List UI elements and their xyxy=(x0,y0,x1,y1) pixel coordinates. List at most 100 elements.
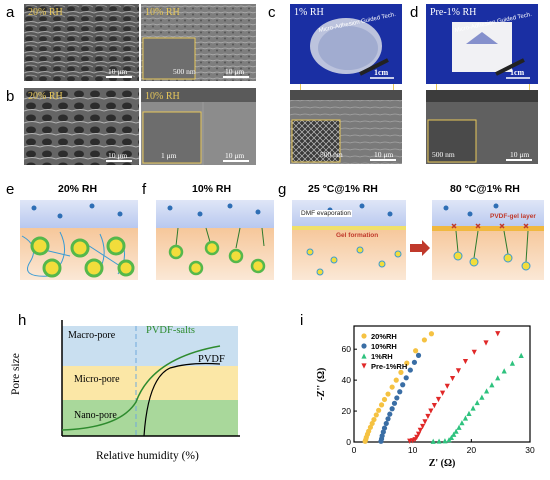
data-point-20-rh xyxy=(381,396,388,403)
data-point-pre-1-rh xyxy=(428,408,434,414)
scale-text: 10 μm xyxy=(225,67,245,76)
data-point-10-rh xyxy=(403,375,409,381)
data-point-10-rh xyxy=(389,406,395,412)
panel-label-a: a xyxy=(6,4,15,21)
schematic-e xyxy=(20,200,138,280)
data-point-1-rh xyxy=(462,415,469,421)
panel-label-f: f xyxy=(142,181,147,198)
data-point-20-rh xyxy=(369,420,375,427)
data-point-1-rh xyxy=(479,394,485,400)
data-point-1-rh xyxy=(483,388,490,394)
zoom-connector xyxy=(436,84,530,90)
sem-texture xyxy=(426,90,538,164)
sem-image-a-10rh: 10% RH 500 nm 10 μm xyxy=(141,4,256,81)
legend-marker xyxy=(361,343,367,349)
data-point-1-rh xyxy=(509,360,515,366)
sem-condition-label: 10% RH xyxy=(145,91,180,102)
y-tick-label: 0 xyxy=(346,437,351,447)
data-point-1-rh xyxy=(442,438,448,444)
data-point-1-rh xyxy=(501,368,507,374)
data-point-10-rh xyxy=(397,389,403,395)
inset-scale-text: 500 nm xyxy=(320,150,343,159)
data-point-20-rh xyxy=(404,360,410,366)
data-point-pre-1-rh xyxy=(455,368,462,374)
data-point-20-rh xyxy=(373,412,379,418)
x-tick-label: 10 xyxy=(408,445,418,455)
sem-image-b-20rh: 20% RH 10 μm xyxy=(24,88,139,165)
data-point-20-rh xyxy=(371,416,377,423)
data-point-20-rh xyxy=(367,424,374,430)
data-point-20-rh xyxy=(366,428,372,434)
x-tick-label: 30 xyxy=(525,445,535,455)
data-point-pre-1-rh xyxy=(435,396,442,403)
legend-label: Pre-1%RH xyxy=(371,362,407,371)
gel-formation-label: Gel formation xyxy=(336,232,379,239)
data-point-1-rh xyxy=(466,410,472,416)
curve-label-pvdf: PVDF xyxy=(198,354,225,365)
scale-bar xyxy=(506,159,532,161)
data-point-10-rh xyxy=(383,420,389,427)
data-point-20-rh xyxy=(385,391,391,397)
inset-scale-text: 500 nm xyxy=(432,150,455,159)
scale-bar xyxy=(106,160,132,162)
schematic-g2 xyxy=(432,200,544,280)
data-point-20-rh xyxy=(421,337,427,343)
x-axis-label: Z' (Ω) xyxy=(429,458,456,469)
y-tick-label: 60 xyxy=(342,344,352,354)
data-point-pre-1-rh xyxy=(439,390,446,396)
photo-condition-label: Pre-1% RH xyxy=(430,7,477,18)
data-point-pre-1-rh xyxy=(483,340,489,346)
panel-label-e: e xyxy=(6,181,15,198)
data-point-10-rh xyxy=(394,395,400,401)
data-point-pre-1-rh xyxy=(444,383,450,389)
sem-condition-label: 20% RH xyxy=(28,91,63,102)
scale-text: 10 μm xyxy=(374,150,394,159)
sem-texture xyxy=(141,4,256,81)
data-point-20-rh xyxy=(398,369,404,375)
photo-condition-label: 1% RH xyxy=(294,7,324,18)
data-point-pre-1-rh xyxy=(425,413,431,420)
pvdf-gel-layer-label: PVDF-gel layer xyxy=(490,213,536,220)
inset-scale-text: 500 nm xyxy=(173,67,196,76)
data-point-pre-1-rh xyxy=(431,403,437,409)
sem-condition-label: 20% RH xyxy=(28,7,63,18)
photo-c-membrane: 1% RH Micro-Adhesion Guided Tech. 1cm xyxy=(290,4,402,84)
legend-label: 1%RH xyxy=(371,352,393,361)
legend-label: 10%RH xyxy=(371,342,397,351)
schematic-title-g: 25 °C@1% RH xyxy=(308,183,378,195)
data-point-pre-1-rh xyxy=(471,349,477,355)
scale-bar xyxy=(223,160,249,162)
data-point-1-rh xyxy=(430,438,436,444)
scale-text: 10 μm xyxy=(108,151,128,160)
data-point-pre-1-rh xyxy=(420,423,426,430)
sem-image-a-20rh: 20% RH 10 μm xyxy=(24,4,139,81)
zone-label-micro: Micro-pore xyxy=(74,374,120,385)
data-point-1-rh xyxy=(459,420,465,426)
data-point-20-rh xyxy=(428,331,435,337)
membrane-photo xyxy=(290,4,402,84)
panel-label-g: g xyxy=(278,181,287,198)
data-point-10-rh xyxy=(411,359,418,365)
nano-pore-zone xyxy=(62,400,238,436)
sem-texture xyxy=(290,90,402,164)
sem-texture xyxy=(141,88,256,165)
data-point-10-rh xyxy=(415,352,422,358)
x-tick-label: 0 xyxy=(352,445,357,455)
legend-marker xyxy=(361,363,367,369)
data-point-20-rh xyxy=(389,384,395,390)
legend-marker xyxy=(361,353,367,359)
data-point-20-rh xyxy=(413,348,419,354)
scale-text: 10 μm xyxy=(108,67,128,76)
transition-arrow xyxy=(410,240,430,256)
scale-bar xyxy=(370,159,396,161)
panel-label-d: d xyxy=(410,4,419,21)
zone-label-macro: Macro-pore xyxy=(68,330,116,341)
data-point-10-rh xyxy=(385,416,391,422)
sem-image-b-10rh: 10% RH 1 μm 10 μm xyxy=(141,88,256,165)
schematic-f xyxy=(156,200,274,280)
data-point-pre-1-rh xyxy=(449,375,456,382)
data-point-20-rh xyxy=(378,402,385,408)
data-point-10-rh xyxy=(391,400,398,406)
data-point-10-rh xyxy=(381,425,388,431)
